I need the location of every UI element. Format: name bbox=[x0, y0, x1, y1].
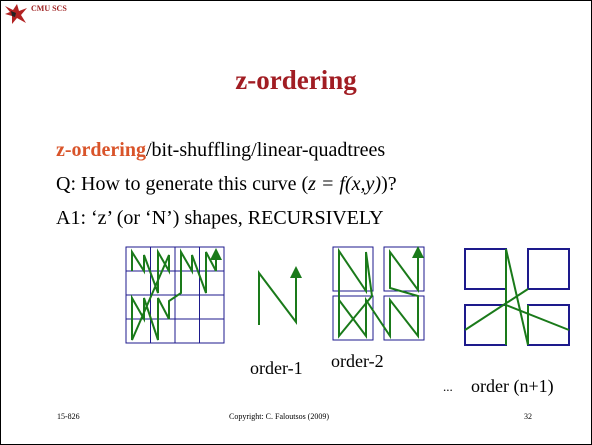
brand-label: CMU SCS bbox=[31, 4, 67, 13]
footer-copyright: Copyright: C. Faloutsos (2009) bbox=[229, 412, 330, 421]
line2-suffix: )? bbox=[381, 173, 397, 195]
order-1-curve bbox=[258, 266, 302, 325]
grid-4x4 bbox=[125, 246, 225, 344]
formula: z = f(x,y) bbox=[308, 173, 382, 195]
order-2-boxes bbox=[332, 246, 425, 341]
page-number: 32 bbox=[524, 412, 532, 421]
grid-curve bbox=[131, 248, 222, 341]
order-n1-label: order (n+1) bbox=[471, 376, 554, 396]
line2-prefix: Q: How to generate this curve ( bbox=[56, 173, 309, 195]
bullet-line-3: A1: ‘z’ (or ‘N’) shapes, RECURSIVELY bbox=[56, 207, 384, 229]
ellipsis: ... bbox=[443, 379, 453, 394]
highlight-term: z-ordering bbox=[56, 139, 146, 161]
bullet-line-1: z-ordering/bit-shuffling/linear-quadtree… bbox=[56, 139, 385, 162]
cmu-scs-dragon-logo-icon bbox=[5, 4, 27, 24]
line1-rest: /bit-shuffling/linear-quadtrees bbox=[145, 139, 386, 161]
footer-course: 15-826 bbox=[57, 412, 80, 421]
order-1-label: order-1 bbox=[250, 358, 303, 378]
order-2-label: order-2 bbox=[331, 351, 384, 371]
order-n1-curve bbox=[464, 248, 570, 346]
order-2-curve bbox=[338, 246, 424, 340]
bullet-line-2: Q: How to generate this curve (z = f(x,y… bbox=[56, 173, 397, 196]
slide-title: z-ordering bbox=[235, 65, 357, 95]
